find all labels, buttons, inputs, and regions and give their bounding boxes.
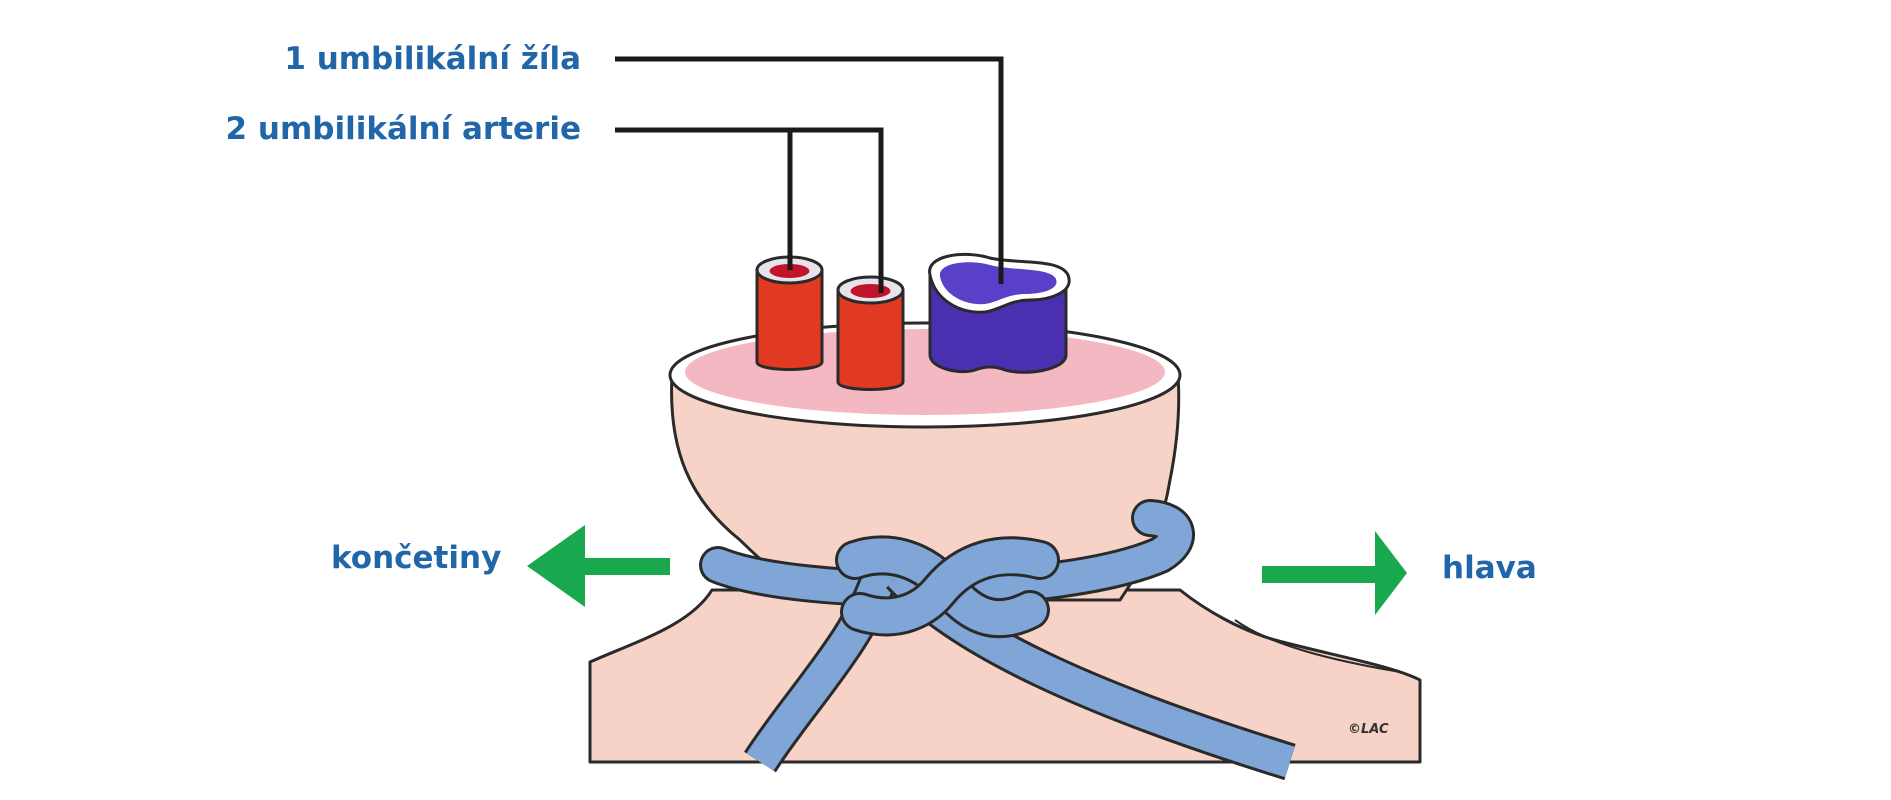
artist-signature: ©LAC [1348, 722, 1389, 737]
leader-lines [615, 56, 1004, 293]
artery-1 [755, 255, 824, 371]
arrow-right-icon [1262, 531, 1407, 615]
leader-arteries [615, 127, 884, 293]
label-limbs: končetiny [331, 540, 501, 576]
leader-vein [615, 56, 1004, 284]
label-head: hlava [1442, 550, 1537, 586]
cord-knot [699, 499, 1296, 781]
label-umbilical-arteries: 2 umbilikální arterie [226, 111, 581, 147]
label-umbilical-vein: 1 umbilikální žíla [284, 41, 581, 77]
arrow-left-icon [527, 525, 670, 607]
artery-2 [836, 275, 905, 391]
